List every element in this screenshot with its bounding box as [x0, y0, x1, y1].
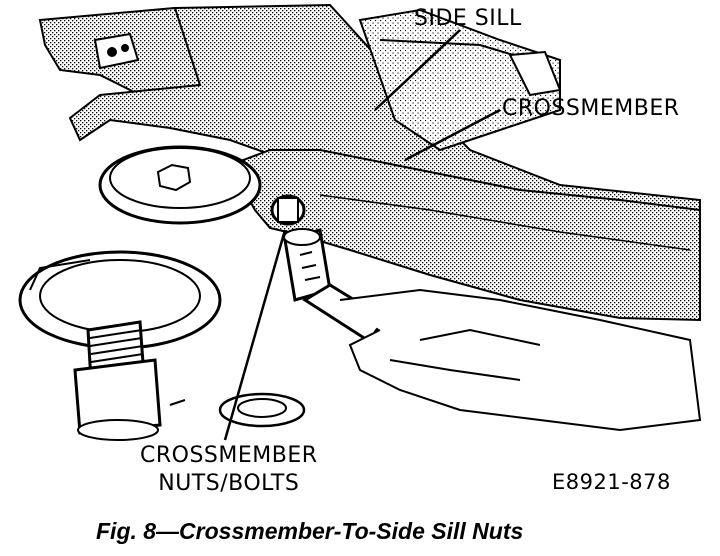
- hand: [339, 288, 702, 432]
- label-crossmember: CROSSMEMBER: [502, 96, 680, 121]
- label-crossmember-nuts-line2: NUTS/BOLTS: [158, 471, 300, 496]
- crossmember-nut: [270, 194, 306, 226]
- frame-bracket: [38, 6, 202, 97]
- leader-lines: [223, 29, 501, 441]
- label-side-sill: SIDE SILL: [414, 6, 522, 31]
- drawing-code: E8921-878: [552, 470, 671, 494]
- label-crossmember-nuts-bolts: CROSSMEMBER NUTS/BOLTS: [140, 442, 318, 498]
- figure-caption: Fig. 8—Crossmember-To-Side Sill Nuts: [96, 518, 524, 544]
- upper-mount-disk: [98, 145, 262, 225]
- label-crossmember-nuts-line1: CROSSMEMBER: [140, 443, 318, 468]
- lower-spring-seat: [18, 250, 222, 350]
- mounting-hole: [169, 392, 306, 428]
- lower-stud: [73, 320, 162, 441]
